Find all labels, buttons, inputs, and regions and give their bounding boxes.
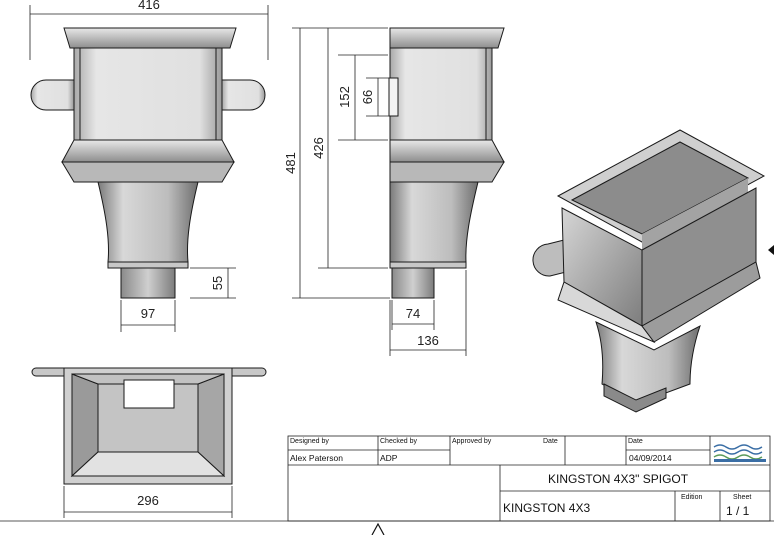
- dim-side-spigot-width: 74: [406, 306, 420, 321]
- front-upper-body: [73, 47, 223, 141]
- title-block: [0, 435, 774, 522]
- front-view: [30, 27, 266, 299]
- side-flare-band: [389, 139, 505, 163]
- dim-front-spigot-width: 97: [141, 306, 155, 321]
- side-upper-body: [389, 47, 493, 141]
- dim-front-width: 416: [138, 0, 160, 12]
- side-dimensions: [292, 27, 467, 356]
- dim-side-top-width: 136: [417, 333, 439, 348]
- front-right-ear: [221, 79, 266, 111]
- date-label: Date: [628, 438, 643, 445]
- top-right-ear: [231, 367, 267, 377]
- drawing-title: KINGSTON 4X3" SPIGOT: [548, 472, 689, 486]
- iso-spigot: [603, 383, 667, 413]
- checked-by-value: ADP: [380, 453, 398, 463]
- top-left-ear: [31, 367, 65, 377]
- front-flare-band: [61, 139, 235, 163]
- checked-by-label: Checked by: [380, 438, 417, 445]
- sheet-value: 1 / 1: [726, 504, 750, 518]
- dim-total-height: 481: [283, 152, 298, 174]
- side-lower-band: [389, 161, 505, 183]
- top-outlet-hole: [123, 379, 175, 409]
- front-spigot: [120, 267, 176, 299]
- side-spigot: [391, 267, 435, 299]
- dim-front-spigot-height: 55: [210, 276, 225, 290]
- part-name: KINGSTON 4X3: [503, 501, 591, 515]
- side-slot: [388, 77, 399, 117]
- front-taper-ring: [107, 261, 189, 269]
- top-inner-bottom: [70, 451, 226, 477]
- company-logo: [712, 438, 768, 463]
- side-top-lip: [389, 27, 505, 49]
- dim-body-height: 426: [311, 137, 326, 159]
- date-value: 04/09/2014: [629, 453, 672, 463]
- date-label-approved: Date: [543, 438, 558, 445]
- iso-flare-right: [641, 261, 761, 343]
- isometric-view: [532, 129, 766, 413]
- side-taper-ring: [389, 261, 467, 269]
- front-lower-band: [61, 161, 235, 183]
- top-dimensions: [63, 486, 233, 518]
- side-view: [388, 27, 505, 299]
- edition-label: Edition: [681, 494, 703, 501]
- approved-by-label: Approved by: [452, 438, 492, 445]
- front-dimensions: [29, 5, 269, 332]
- sheet-label: Sheet: [733, 494, 752, 501]
- designed-by-value: Alex Paterson: [290, 453, 343, 463]
- dim-slot-offset: 152: [337, 86, 352, 108]
- bottom-edge-marker: [371, 522, 385, 535]
- front-top-lip: [63, 27, 237, 49]
- iso-taper: [595, 321, 701, 405]
- right-edge-marker: [768, 245, 774, 255]
- dim-top-width: 296: [137, 493, 159, 508]
- front-taper: [97, 181, 199, 263]
- dim-slot-height: 66: [360, 90, 375, 104]
- designed-by-label: Designed by: [290, 438, 329, 445]
- side-taper: [389, 181, 479, 263]
- top-view: [31, 367, 267, 485]
- front-left-ear: [30, 79, 75, 111]
